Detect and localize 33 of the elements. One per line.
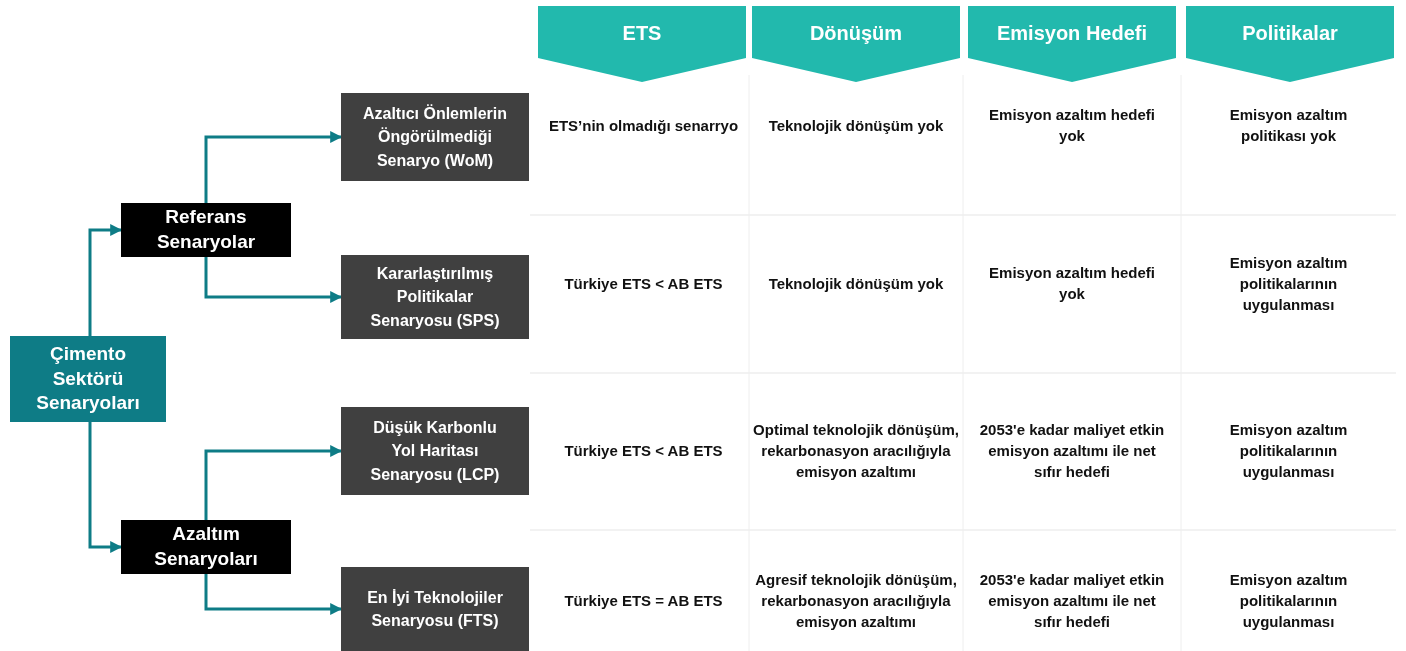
scenario-group-box: Referans Senaryolar — [121, 203, 291, 257]
table-cell-text: Optimal teknolojik dönüşüm, rekarbonasyon aracılığıyla emisyon azaltımı — [752, 419, 960, 482]
column-header-banner: Politikalar — [1186, 6, 1394, 82]
column-header-banner: Dönüşüm — [752, 6, 960, 82]
scenario-box: Azaltıcı Önlemlerin Öngörülmediği Senaryo (WoM) — [341, 93, 529, 181]
arrow — [204, 445, 343, 520]
arrow — [204, 131, 343, 203]
arrow — [204, 574, 343, 615]
scenario-root-box: Çimento Sektörü Senaryoları — [10, 336, 166, 422]
table-cell-text: Türkiye ETS < AB ETS — [564, 273, 723, 294]
table-cell-text: Emisyon azaltım politikalarının uygulanması — [1228, 252, 1349, 315]
table-cell-text: 2053'e kadar maliyet etkin emisyon azaltımı ile net sıfır hedefi — [978, 419, 1166, 482]
table-cell-text: Emisyon azaltım hedefi yok — [988, 263, 1156, 304]
arrow — [88, 422, 123, 553]
table-cell-text: 2053'e kadar maliyet etkin emisyon azaltımı ile net sıfır hedefi — [978, 569, 1166, 632]
column-header-banner: ETS — [538, 6, 746, 82]
table-cell-text: ETS’nin olmadığı senarryo — [548, 115, 739, 136]
table-cell-text: Teknolojik dönüşüm yok — [768, 115, 944, 136]
scenario-box: En İyi Teknolojiler Senaryosu (FTS) — [341, 567, 529, 651]
table-cell-text: Teknolojik dönüşüm yok — [768, 273, 944, 294]
table-cell-text: Emisyon azaltım politikalarının uygulanması — [1228, 569, 1349, 632]
table-cell-text: Türkiye ETS = AB ETS — [564, 590, 723, 611]
scenario-box: Kararlaştırılmış Politikalar Senaryosu (SPS) — [341, 255, 529, 339]
table-cell-text: Emisyon azaltım politikalarının uygulanması — [1228, 419, 1349, 482]
arrow — [204, 257, 343, 303]
table-cell-text: Emisyon azaltım hedefi yok — [988, 105, 1156, 146]
table-cell-text: Agresif teknolojik dönüşüm, rekarbonasyon aracılığıyla emisyon azaltımı — [754, 569, 958, 632]
scenario-box: Düşük Karbonlu Yol Haritası Senaryosu (LCP) — [341, 407, 529, 495]
column-header-banner: Emisyon Hedefi — [968, 6, 1176, 82]
scenario-group-box: Azaltım Senaryoları — [121, 520, 291, 574]
table-cell-text: Emisyon azaltım politikası yok — [1228, 105, 1349, 146]
arrow — [88, 224, 123, 336]
table-cell-text: Türkiye ETS < AB ETS — [564, 440, 723, 461]
